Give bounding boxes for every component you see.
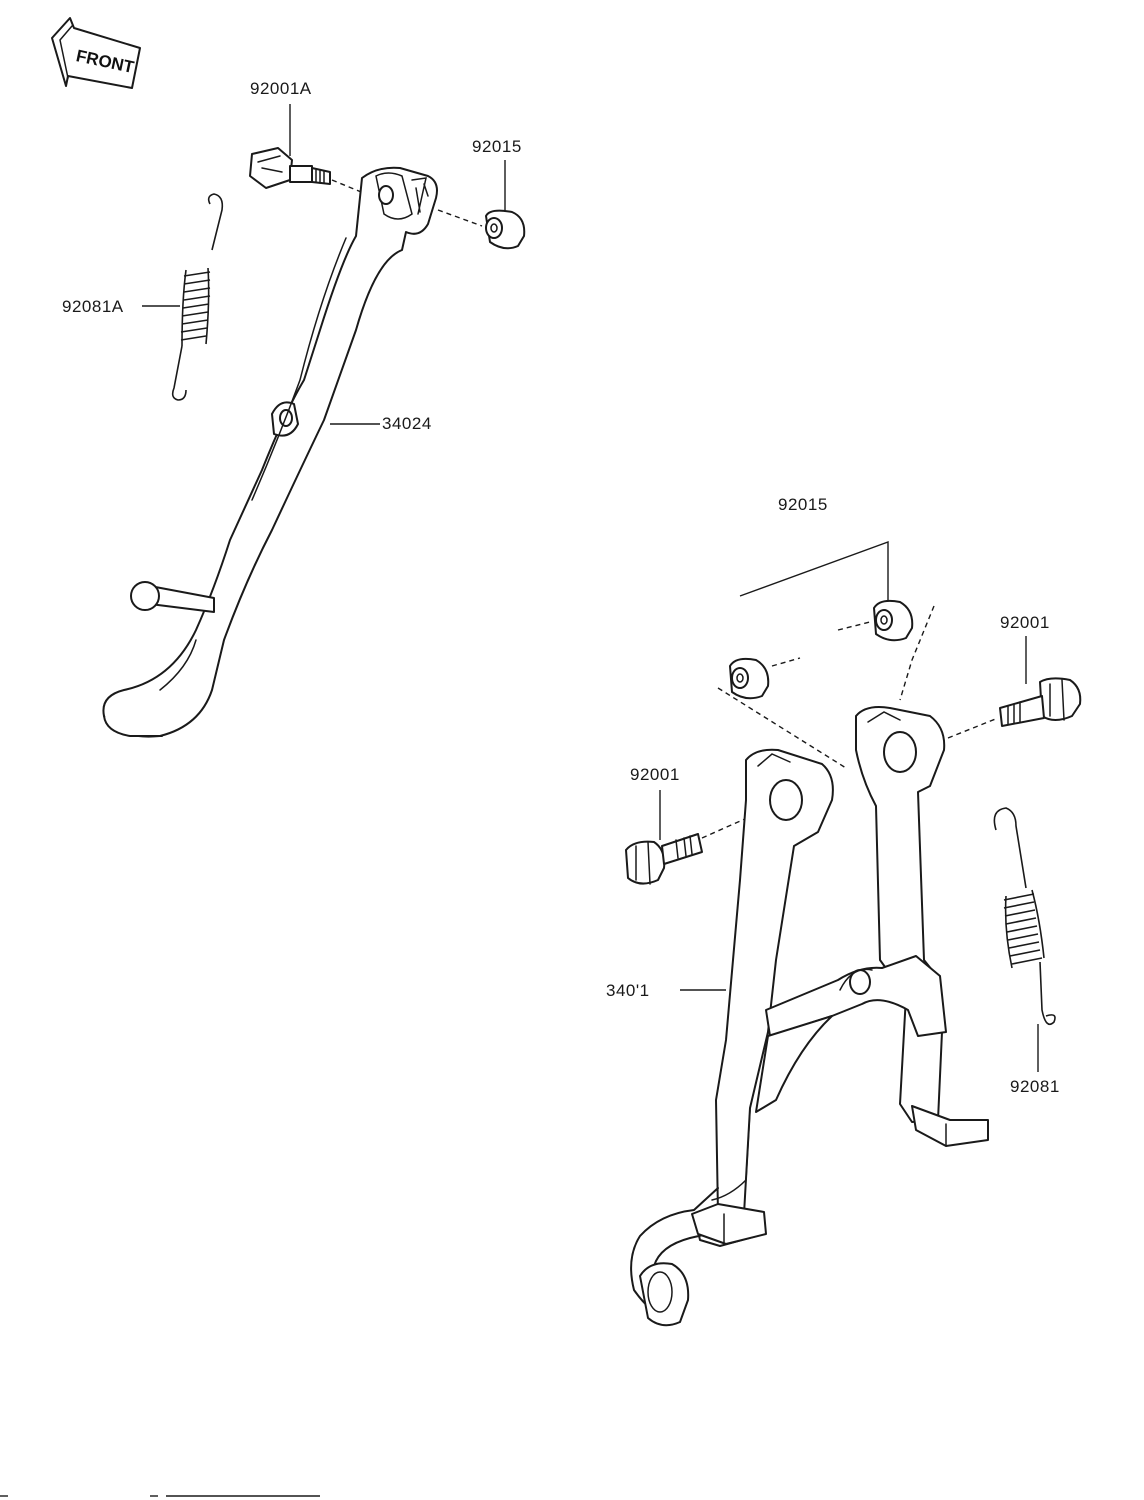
leader-92015-center <box>739 540 889 600</box>
center-stand-collar-right <box>873 599 914 642</box>
center-stand-collar-left <box>729 657 770 700</box>
center-collar-left-guide <box>717 687 847 769</box>
side-stand-peg <box>130 581 215 613</box>
center-collar-left-axis <box>771 657 801 667</box>
label-92081: 92081 <box>1010 1077 1060 1096</box>
side-stand-group: 92001A 92015 92081A 34024 <box>62 79 526 738</box>
label-92081a: 92081A <box>62 297 124 316</box>
label-34024: 34024 <box>382 414 432 433</box>
center-stand-group: 92015 92001 <box>606 495 1082 1327</box>
label-92001-right: 92001 <box>1000 613 1050 632</box>
front-direction-badge: FRONT <box>51 17 141 89</box>
label-92015-side: 92015 <box>472 137 522 156</box>
center-collar-right-guide <box>899 605 935 701</box>
center-bolt-right-axis <box>947 717 999 739</box>
center-stand-bolt-right <box>999 677 1082 727</box>
side-stand-body <box>102 166 438 738</box>
label-34011: 340'1 <box>606 981 650 1000</box>
side-stand-spring <box>171 193 224 401</box>
label-92001-left: 92001 <box>630 765 680 784</box>
side-stand-collar <box>485 209 526 250</box>
label-92015-center: 92015 <box>778 495 828 514</box>
side-collar-axis <box>437 209 483 227</box>
center-collar-right-axis <box>837 621 871 631</box>
center-stand-body <box>630 706 989 1327</box>
center-stand-spring <box>993 807 1056 1026</box>
side-stand-bolt <box>249 147 331 189</box>
center-stand-bolt-left <box>625 833 703 885</box>
label-92001a: 92001A <box>250 79 312 98</box>
